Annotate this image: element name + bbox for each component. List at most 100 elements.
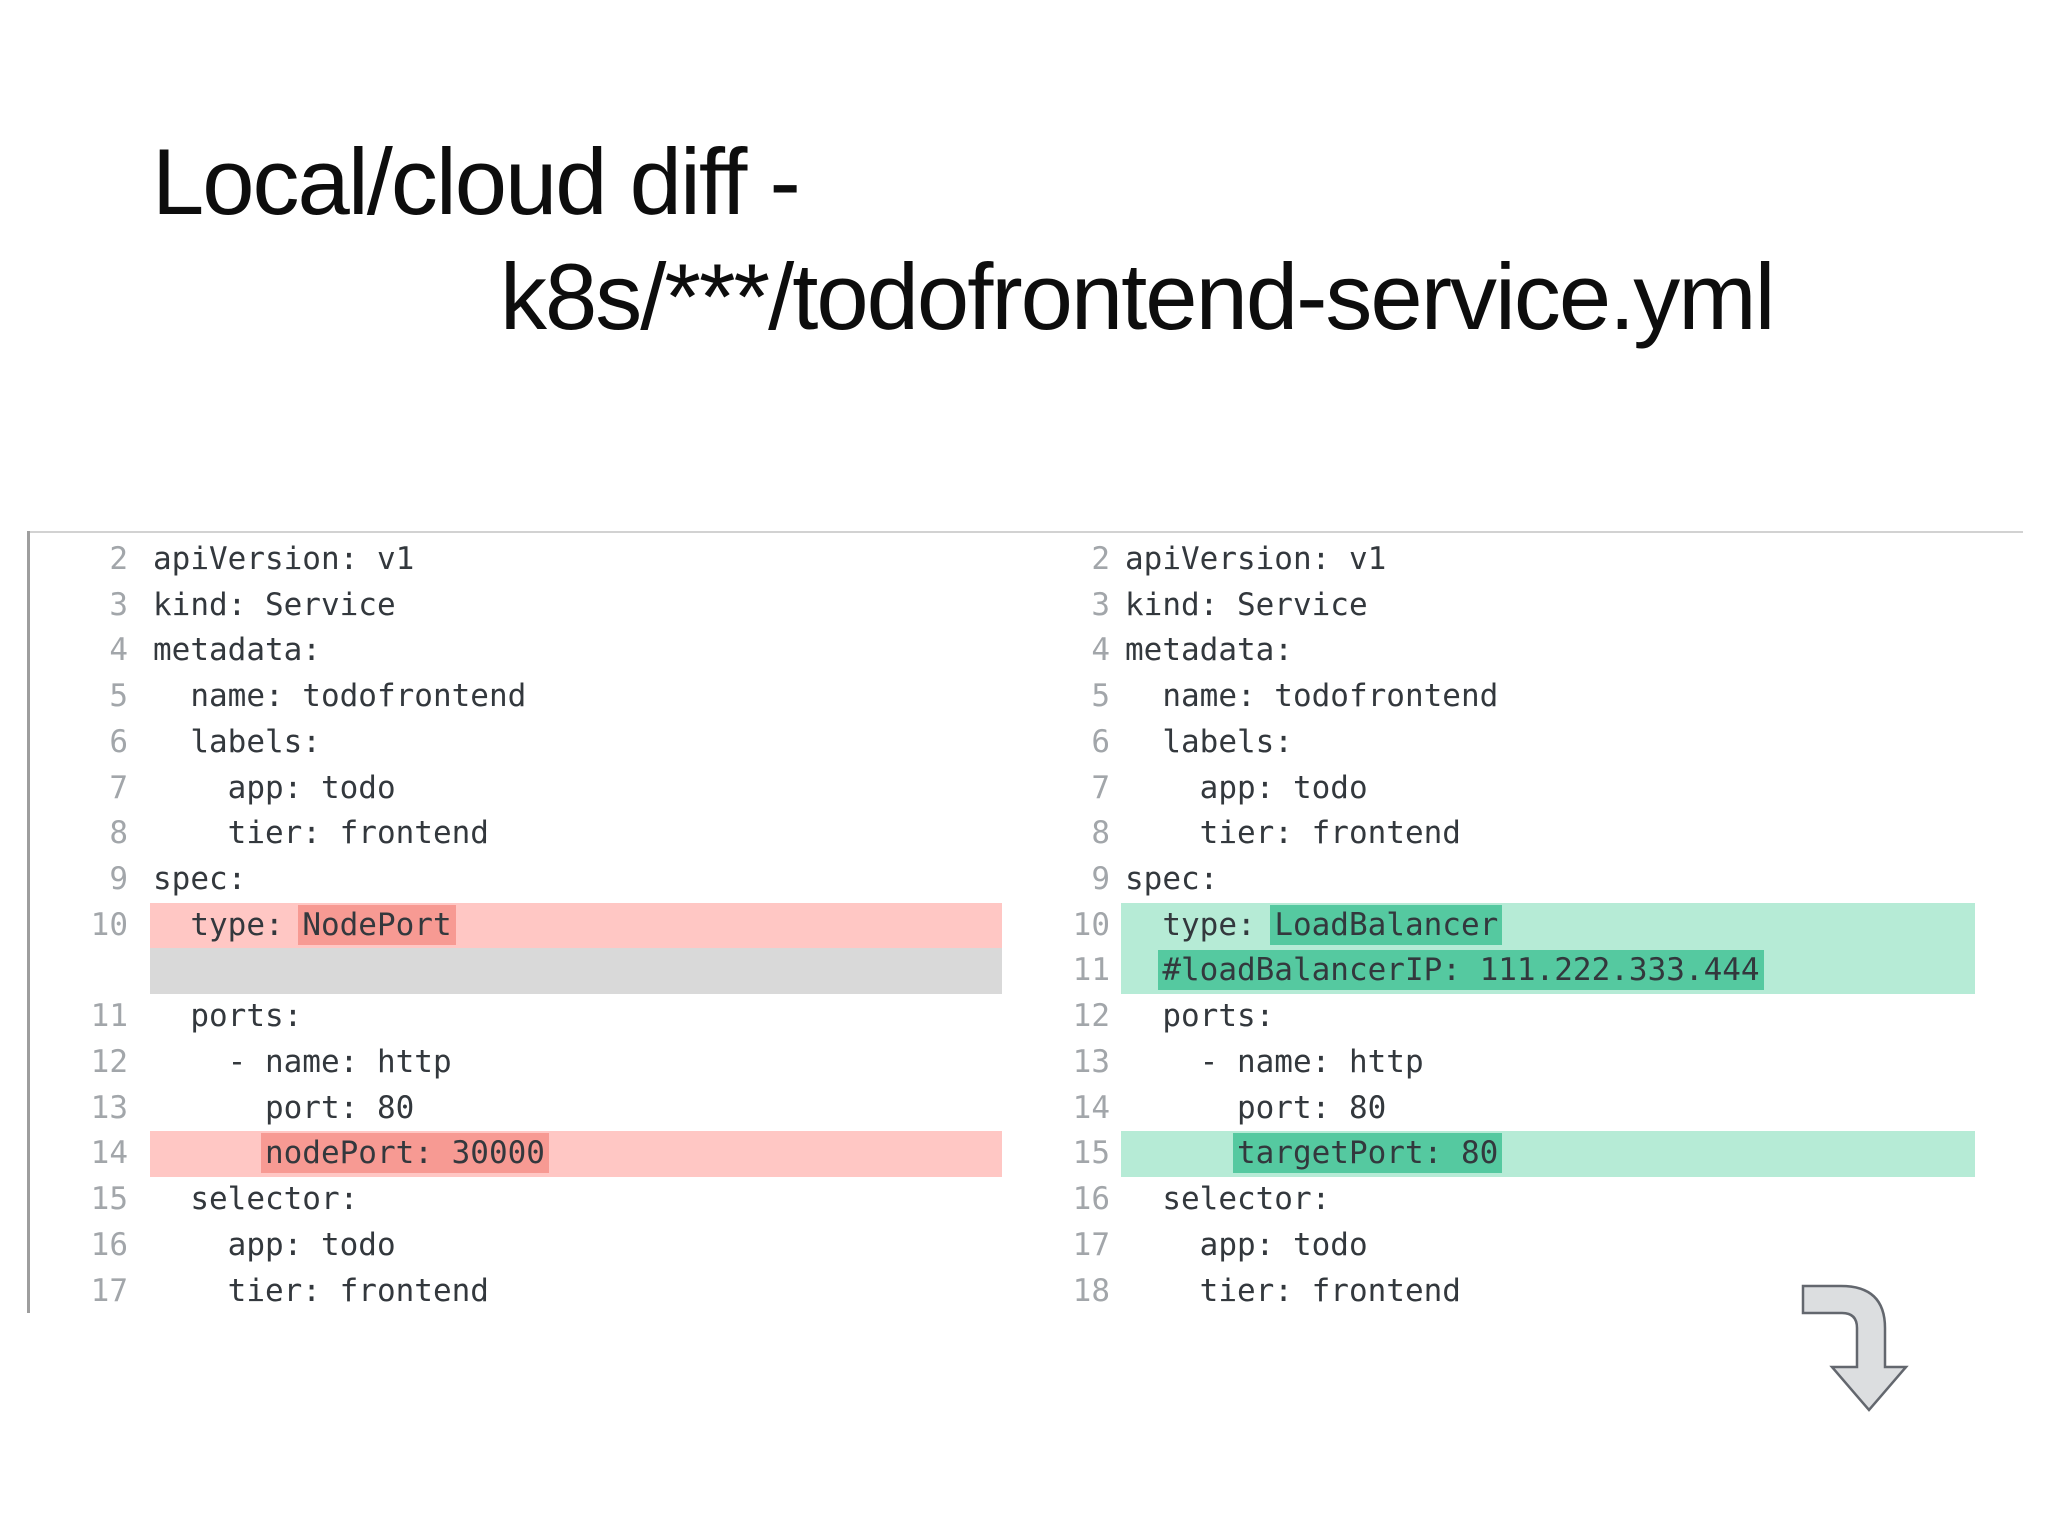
code-row: 11 #loadBalancerIP: 111.222.333.444 [1070, 948, 1975, 995]
code-line: - name: http [1125, 1043, 1424, 1080]
line-number: 16 [1072, 1181, 1110, 1218]
line-number: 2 [109, 541, 128, 577]
line-number: 8 [109, 815, 128, 852]
code-line: port: 80 [1125, 1089, 1387, 1126]
line-number: 11 [90, 998, 128, 1035]
code-row: 4 metadata: [88, 628, 545, 674]
code-line: tier: frontend [153, 1272, 489, 1309]
code-line: ports: [1125, 998, 1275, 1035]
code-row: 6 labels: [88, 720, 545, 766]
code-line: apiVersion: v1 [153, 541, 415, 577]
line-number: 8 [1091, 815, 1110, 852]
code-line: metadata: [153, 632, 321, 669]
code-row: 15 selector: [88, 1177, 545, 1223]
code-line: spec: [153, 861, 247, 898]
code-line: kind: Service [153, 586, 396, 623]
code-line: app: todo [1125, 1226, 1368, 1263]
line-number: 3 [109, 586, 128, 623]
code-line: spec: [1125, 861, 1219, 898]
slide-title-line-1: Local/cloud diff - [152, 129, 801, 234]
code-line: tier: frontend [1125, 1272, 1461, 1309]
code-row: 16 selector: [1070, 1177, 1760, 1223]
code-row: 13 port: 80 [88, 1086, 545, 1132]
code-row: 4 metadata: [1070, 628, 1760, 674]
diff-row-highlight-removed [150, 902, 1002, 949]
code-row: 2 apiVersion: v1 [88, 537, 545, 583]
code-row: 3 kind: Service [88, 583, 545, 629]
code-line: port: 80 [153, 1089, 415, 1126]
line-number: 4 [1091, 632, 1110, 669]
code-row: 14 port: 80 [1070, 1086, 1760, 1132]
code-row: 17 app: todo [1070, 1223, 1760, 1269]
line-number: 14 [90, 1135, 128, 1172]
code-area-top-border [27, 531, 2023, 533]
code-line: app: todo [153, 1226, 396, 1263]
line-number: 12 [1072, 998, 1110, 1035]
code-row: 7 app: todo [1070, 766, 1760, 812]
code-row: 7 app: todo [88, 766, 545, 812]
code-line: name: todofrontend [153, 678, 527, 715]
code-row: 9 spec: [88, 857, 545, 903]
line-number: 6 [109, 723, 128, 760]
code-row: 8 tier: frontend [88, 811, 545, 857]
code-line: - name: http [153, 1043, 452, 1080]
code-row: 10 type: LoadBalancer [1070, 902, 1975, 949]
line-number: 17 [90, 1272, 128, 1309]
code-line: #loadBalancerIP: 111.222.333.444 [1125, 948, 1764, 994]
diff-panel-local: 2 apiVersion: v1 3 kind: Service 4 metadata: 5… [88, 537, 1002, 1314]
line-number [88, 948, 128, 994]
code-line: targetPort: 80 [1125, 1131, 1503, 1177]
line-number: 7 [1091, 769, 1110, 806]
code-line: ports: [153, 998, 303, 1035]
code-line: selector: [1125, 1181, 1331, 1218]
code-line: metadata: [1125, 632, 1293, 669]
line-number: 3 [1091, 586, 1110, 623]
code-row: 5 name: todofrontend [1070, 674, 1760, 720]
line-number: 10 [1072, 906, 1110, 943]
code-row: 5 name: todofrontend [88, 674, 545, 720]
line-number: 7 [109, 769, 128, 806]
diff-word-highlight-added: #loadBalancerIP: 111.222.333.444 [1158, 950, 1764, 991]
diff-word-highlight-added: LoadBalancer [1270, 904, 1503, 945]
line-number: 11 [1072, 952, 1110, 989]
line-number: 18 [1072, 1272, 1110, 1309]
code-line: nodePort: 30000 [153, 1131, 549, 1177]
code-row: 9 spec: [1070, 857, 1760, 903]
line-number: 15 [1072, 1135, 1110, 1172]
code-row: 14 nodePort: 30000 [88, 1131, 1002, 1178]
line-number: 2 [1091, 541, 1110, 577]
line-number: 12 [90, 1043, 128, 1080]
code-line: type: LoadBalancer [1125, 903, 1503, 949]
code-line: labels: [1125, 723, 1293, 760]
code-line: tier: frontend [153, 815, 489, 852]
line-number: 13 [1072, 1043, 1110, 1080]
code-line: type: NodePort [153, 903, 456, 949]
diff-word-highlight-removed: nodePort: 30000 [260, 1133, 549, 1174]
line-number: 6 [1091, 723, 1110, 760]
line-number: 17 [1072, 1226, 1110, 1263]
code-row: 11 ports: [88, 994, 545, 1040]
diff-word-highlight-added: targetPort: 80 [1232, 1133, 1503, 1174]
diff-row-highlight-spacer [150, 948, 1002, 995]
code-row: 6 labels: [1070, 720, 1760, 766]
line-number: 5 [109, 678, 128, 715]
line-number: 9 [1091, 861, 1110, 898]
code-line: selector: [153, 1181, 359, 1218]
line-number: 14 [1072, 1089, 1110, 1126]
code-line: name: todofrontend [1125, 678, 1499, 715]
line-number: 4 [109, 632, 128, 669]
code-line: app: todo [153, 769, 396, 806]
diff-word-highlight-removed: NodePort [298, 904, 456, 945]
diff-row-highlight-added [1121, 902, 1975, 949]
code-row: 8 tier: frontend [1070, 811, 1760, 857]
slide-title-line-2: k8s/***/todofrontend-service.yml [500, 244, 1775, 349]
line-number: 16 [90, 1226, 128, 1263]
code-area-left-border [27, 531, 30, 1313]
code-row: 12 - name: http [88, 1040, 545, 1086]
line-number: 10 [90, 906, 128, 943]
line-number: 9 [109, 861, 128, 898]
